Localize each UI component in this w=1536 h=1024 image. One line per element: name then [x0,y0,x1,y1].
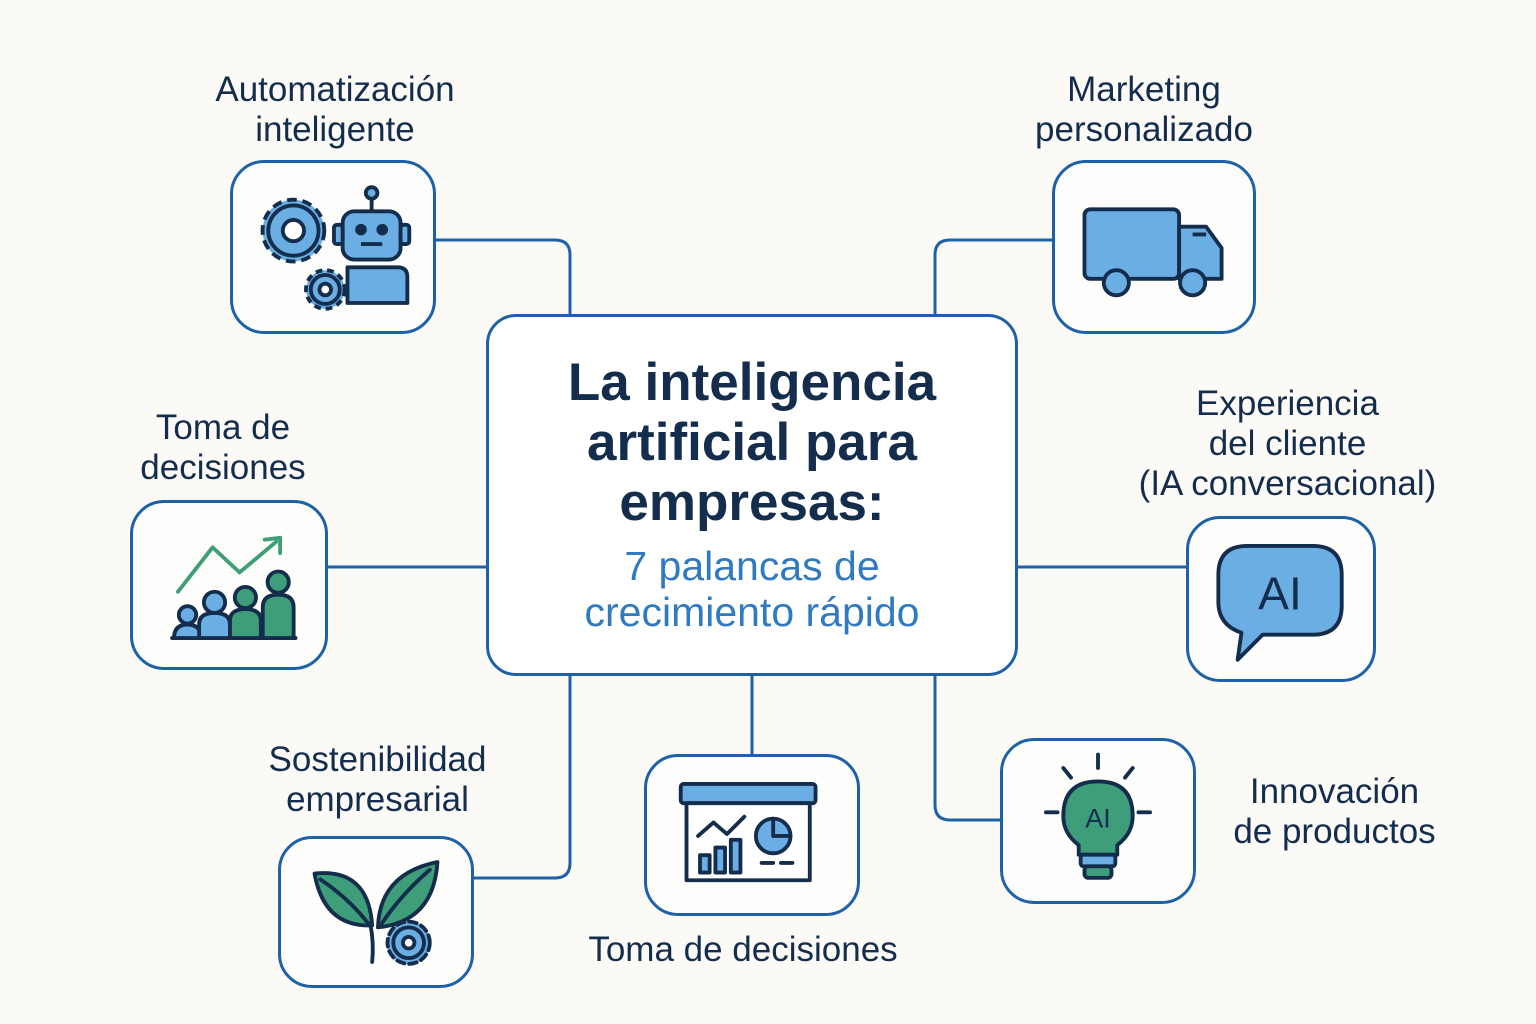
node-automatizacion [230,160,436,334]
connector-sostenibilidad [474,676,572,880]
ai-bulb-text: AI [1085,804,1110,834]
node-decisiones-bottom [644,754,860,916]
dashboard-board-icon [678,782,818,883]
node-innovacion: AI [1000,738,1196,904]
connector-marketing [933,238,1052,314]
label-decisiones-left: Toma de decisiones [140,408,306,487]
central-title-box: La inteligencia artificial para empresas… [486,314,1018,676]
growth-team-chart-icon [170,535,298,640]
node-sostenibilidad [278,836,474,988]
ai-bubble-text: AI [1258,568,1302,620]
label-sostenibilidad: Sostenibilidad empresarial [268,740,487,819]
connector-automatizacion [436,238,572,314]
node-decisiones-left [130,500,328,670]
delivery-truck-icon [1082,207,1224,298]
node-experiencia: AI [1186,516,1376,682]
label-decisiones-bottom: Toma de decisiones [588,930,898,969]
label-automatizacion: Automatización inteligente [215,70,455,149]
label-innovacion: Innovación de productos [1233,772,1436,851]
label-marketing: Marketing personalizado [1035,70,1253,149]
main-subtitle: 7 palancas de crecimiento rápido [584,543,920,635]
main-title: La inteligencia artificial para empresas… [567,353,937,532]
connector-innovacion [933,676,1000,822]
ai-lightbulb-icon: AI [1044,752,1152,880]
leaf-gear-icon [312,860,440,966]
gears-robot-icon [260,185,412,311]
node-marketing [1052,160,1256,334]
label-experiencia: Experiencia del cliente (IA conversacion… [1138,384,1437,503]
ai-chat-bubble-icon: AI [1216,544,1344,662]
